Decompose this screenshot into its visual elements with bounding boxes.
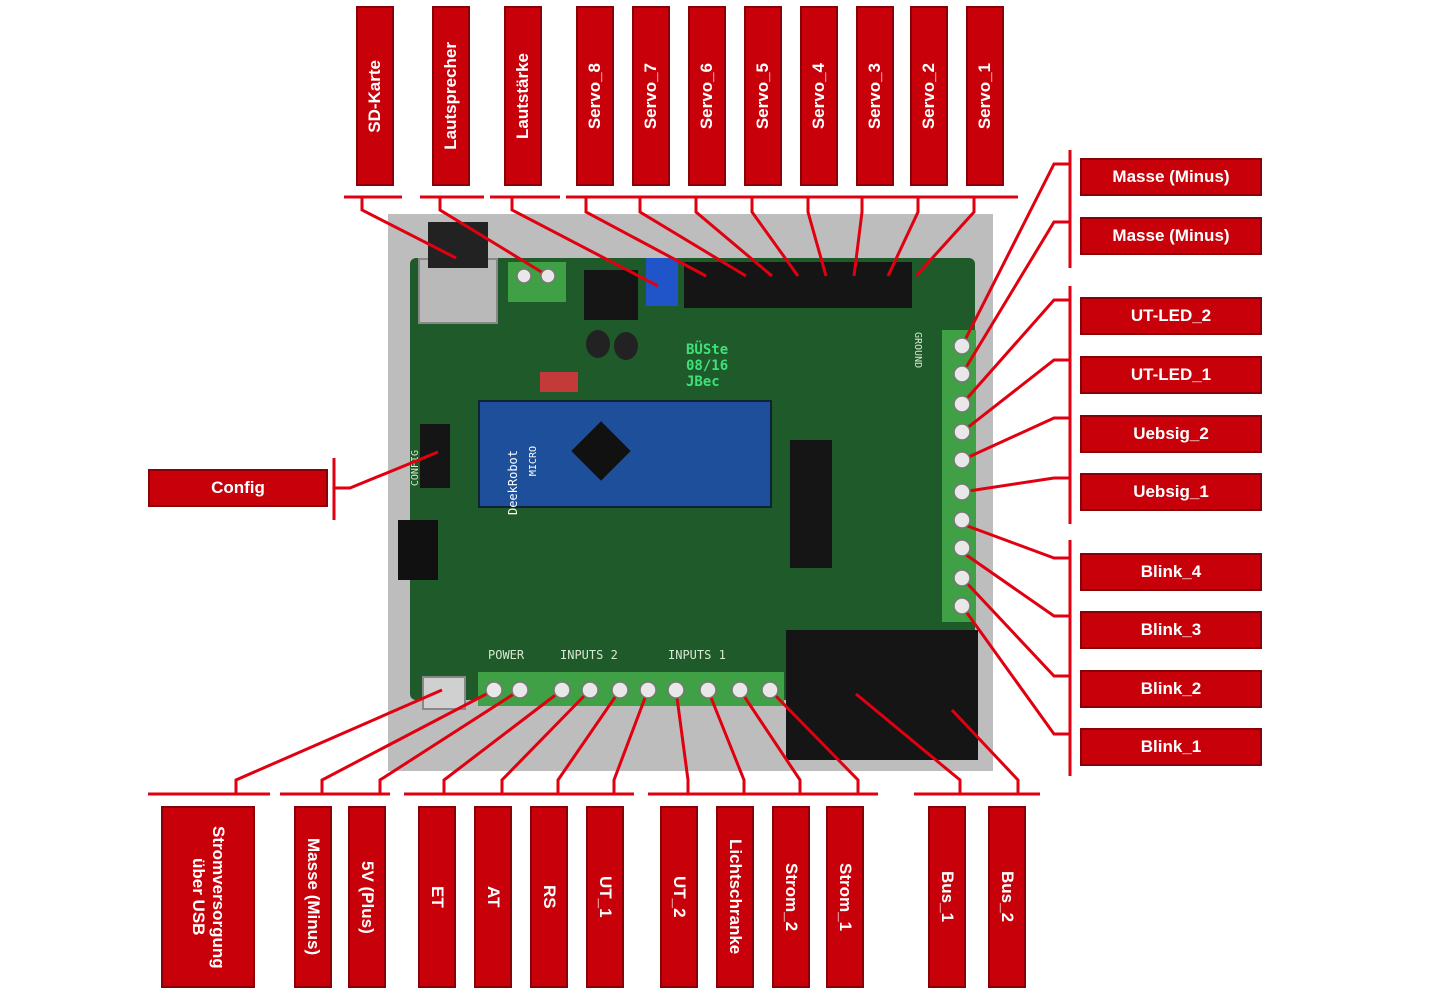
label-5v-plus: 5V (Plus): [350, 808, 384, 986]
label-servo-4: Servo_4: [802, 8, 836, 184]
label-uebsig-1: Uebsig_1: [1082, 475, 1260, 509]
label-ut-2: UT_2: [662, 808, 696, 986]
label-blink-2: Blink_2: [1082, 672, 1260, 706]
label-servo-3: Servo_3: [858, 8, 892, 184]
label-et: ET: [420, 808, 454, 986]
label-servo-8: Servo_8: [578, 8, 612, 184]
label-uebsig-2: Uebsig_2: [1082, 417, 1260, 451]
label-ut-1: UT_1: [588, 808, 622, 986]
label-servo-5: Servo_5: [746, 8, 780, 184]
label-servo-1: Servo_1: [968, 8, 1002, 184]
label-rs: RS: [532, 808, 566, 986]
label-masse-minus-bottom: Masse (Minus): [296, 808, 330, 986]
label-blink-4: Blink_4: [1082, 555, 1260, 589]
label-ut-led-1: UT-LED_1: [1082, 358, 1260, 392]
label-lichtschranke: Lichtschranke: [718, 808, 752, 986]
label-bus-1: Bus_1: [930, 808, 964, 986]
label-sd-karte: SD-Karte: [358, 8, 392, 184]
label-masse-minus-2: Masse (Minus): [1082, 219, 1260, 253]
label-servo-2: Servo_2: [912, 8, 946, 184]
label-strom-2: Strom_2: [774, 808, 808, 986]
label-lautsprecher: Lautsprecher: [434, 8, 468, 184]
label-masse-minus-1: Masse (Minus): [1082, 160, 1260, 194]
label-blink-3: Blink_3: [1082, 613, 1260, 647]
label-servo-7: Servo_7: [634, 8, 668, 184]
label-stromversorgung-usb: Stromversorgung über USB: [163, 808, 253, 986]
label-ut-led-2: UT-LED_2: [1082, 299, 1260, 333]
label-at: AT: [476, 808, 510, 986]
label-strom-1: Strom_1: [828, 808, 862, 986]
label-config: Config: [150, 471, 326, 505]
label-lautstaerke: Lautstärke: [506, 8, 540, 184]
label-servo-6: Servo_6: [690, 8, 724, 184]
label-blink-1: Blink_1: [1082, 730, 1260, 764]
label-bus-2: Bus_2: [990, 808, 1024, 986]
